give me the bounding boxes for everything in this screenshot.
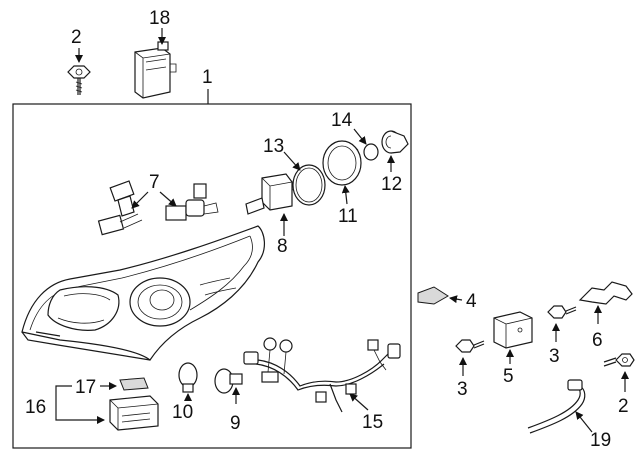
part-13-seal-ring — [292, 164, 326, 206]
callout-3-middle: 3 — [549, 346, 560, 367]
assembly-frame — [12, 103, 412, 449]
callout-4: 4 — [466, 291, 477, 312]
part-3-screw-middle — [547, 305, 577, 319]
callout-16: 16 — [25, 397, 46, 418]
callout-5: 5 — [503, 366, 514, 387]
part-18-control-module — [134, 41, 177, 99]
callout-11: 11 — [338, 206, 358, 227]
part-7-bulb-sockets — [97, 180, 219, 236]
callout-19: 19 — [590, 430, 611, 451]
callout-17: 17 — [75, 377, 96, 398]
callout-3-left: 3 — [457, 379, 468, 400]
part-2-bolt-top — [67, 65, 91, 95]
callout-12: 12 — [381, 174, 402, 195]
part-6-bracket — [578, 281, 633, 305]
callout-1: 1 — [202, 67, 213, 88]
callout-18: 18 — [149, 8, 170, 29]
part-3-screw-left — [455, 339, 485, 353]
callout-9: 9 — [230, 413, 241, 434]
part-2-bolt-right — [603, 353, 635, 367]
callout-2-top: 2 — [71, 27, 82, 48]
part-4-pad — [417, 286, 449, 305]
callout-13: 13 — [263, 136, 284, 157]
callout-7: 7 — [149, 172, 160, 193]
part-19-hose — [527, 379, 586, 434]
part-12-cap — [381, 130, 409, 154]
callout-10: 10 — [172, 402, 193, 423]
callout-2-right: 2 — [618, 396, 629, 417]
part-5-module — [493, 311, 533, 349]
callout-15: 15 — [362, 412, 383, 433]
callout-8: 8 — [277, 236, 288, 257]
callout-6: 6 — [592, 330, 603, 351]
part-17-bracket — [119, 377, 149, 391]
part-9-bulb — [214, 368, 243, 394]
part-8-hid-bulb — [245, 173, 303, 215]
part-14-o-ring — [363, 143, 379, 161]
callout-14: 14 — [331, 110, 353, 131]
part-16-ballast — [109, 395, 159, 431]
headlamp-housing — [21, 225, 265, 361]
part-15-wiring-harness — [243, 337, 401, 413]
part-10-bulb — [178, 362, 198, 393]
part-11-retaining-ring — [322, 140, 362, 186]
